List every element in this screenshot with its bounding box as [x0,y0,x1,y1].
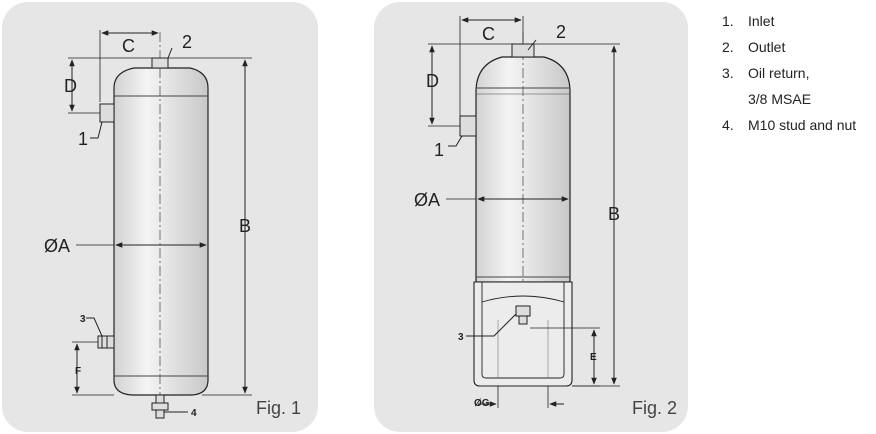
callout-1: 1 [78,129,88,149]
dim-b-label: B [239,216,251,236]
outlet-connection [151,57,169,69]
figure-1-drawing: C D ØA B F 2 1 3 4 Fig. 1 [44,30,301,419]
legend-text: M10 stud and nut [748,117,857,133]
vessel-body [475,56,571,283]
figure-2-label: Fig. 2 [632,398,677,418]
callout-2-leader [167,47,173,59]
callout-3-leader [466,313,517,337]
legend-text: Outlet [748,39,786,55]
callout-1: 1 [434,140,444,160]
legend-item-stud: 4. M10 stud and nut [722,112,856,138]
stud-and-nut [151,394,169,419]
figure-2-panel: C D ØA B E ØG 2 1 3 Fig. 2 [374,2,688,432]
callout-1-leader [448,135,463,147]
callout-1-leader [90,121,103,139]
callout-2-leader [527,39,537,51]
inlet-connection [99,103,115,123]
legend-item-outlet: 2. Outlet [722,34,856,60]
dim-b-label: B [608,204,620,224]
callout-3: 3 [458,332,464,343]
vessel-body [113,67,209,396]
figure-1-label: Fig. 1 [256,398,301,418]
dim-c-label: C [482,24,495,44]
dim-d-label: D [426,71,439,91]
callout-2: 2 [182,32,192,52]
dim-a-label: ØA [414,190,440,210]
callout-2: 2 [556,22,566,42]
callout-3-leader [86,317,103,337]
dim-d-label: D [64,76,77,96]
parts-legend: 1. Inlet 2. Outlet 3. Oil return, 3/8 MS… [722,8,856,138]
legend-item-oil-return: 3. Oil return, [722,60,856,86]
dim-g-label: ØG [474,398,490,409]
legend-number: 1. [722,13,734,29]
figure-2-drawing: C D ØA B E ØG 2 1 3 Fig. 2 [414,16,677,418]
callout-3: 3 [80,314,86,325]
legend-text: 3/8 MSAE [748,91,812,107]
legend-item-oil-return-size: 3/8 MSAE [722,86,856,112]
dim-a-label: ØA [44,236,70,256]
oil-return-fitting [97,335,115,349]
legend-number: 2. [722,39,734,55]
callout-4: 4 [191,408,197,419]
inlet-connection [459,115,477,137]
figure-1-panel: C D ØA B F 2 1 3 4 Fig. 1 [2,2,318,432]
legend-item-inlet: 1. Inlet [722,8,856,34]
legend-text: Inlet [748,13,775,29]
dim-c-label: C [122,36,135,56]
legend-text: Oil return, [748,65,810,81]
dim-e-label: E [590,352,597,363]
oil-return-fitting [515,305,531,325]
legend-number: 3. [722,65,734,81]
legend-number: 4. [722,117,734,133]
bottom-stand [473,281,573,387]
dim-f-label: F [75,366,81,377]
